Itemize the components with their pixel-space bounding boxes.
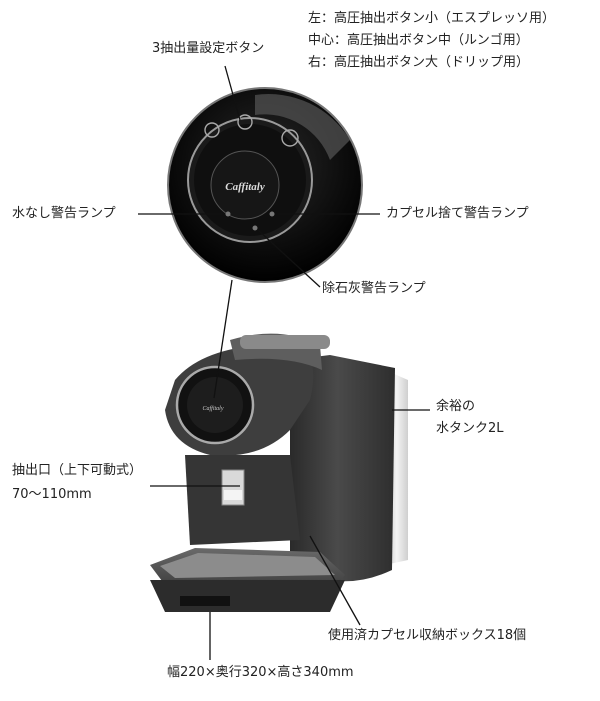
- dimensions-label: 幅220×奥行320×高さ340mm: [167, 665, 354, 680]
- medium-cup-button: [237, 114, 253, 130]
- water-lamp: [225, 211, 231, 217]
- spout-label-1: 抽出口（上下可動式）: [12, 463, 143, 478]
- small-cup-button: [204, 122, 220, 138]
- capsule-lamp: [269, 211, 275, 217]
- descale-warning-label: 除石灰警告ランプ: [322, 281, 426, 296]
- line-volume-buttons: [224, 65, 241, 121]
- line-capsule-box: [309, 535, 361, 626]
- water-warning-label: 水なし警告ランプ: [12, 206, 116, 221]
- button-legend-line-3: 右：高圧抽出ボタン大（ドリップ用）: [308, 55, 530, 70]
- svg-text:Caffitaly: Caffitaly: [203, 405, 224, 412]
- coffee-machine: Caffitaly: [150, 333, 408, 612]
- brand-logo: Caffitaly: [225, 181, 265, 193]
- line-panel-to-machine: [213, 279, 233, 399]
- water-tank-label-1: 余裕の: [436, 399, 476, 414]
- large-cup-button: [281, 129, 299, 147]
- line-descale-warning: [257, 229, 321, 288]
- capsule-warning-label: カプセル捨て警告ランプ: [386, 206, 529, 221]
- spout-label-2: 70～110mm: [12, 487, 92, 502]
- volume-buttons-label: 3抽出量設定ボタン: [152, 41, 265, 56]
- button-legend-line-2: 中心：高圧抽出ボタン中（ルンゴ用）: [308, 33, 529, 48]
- descale-lamp: [252, 225, 258, 231]
- capsule-box-label: 使用済カプセル収納ボックス18個: [328, 628, 527, 643]
- button-legend-line-1: 左：高圧抽出ボタン小（エスプレッソ用）: [308, 11, 556, 26]
- control-panel-closeup: Caffitaly: [167, 87, 363, 283]
- water-tank-label-2: 水タンク2L: [436, 421, 504, 436]
